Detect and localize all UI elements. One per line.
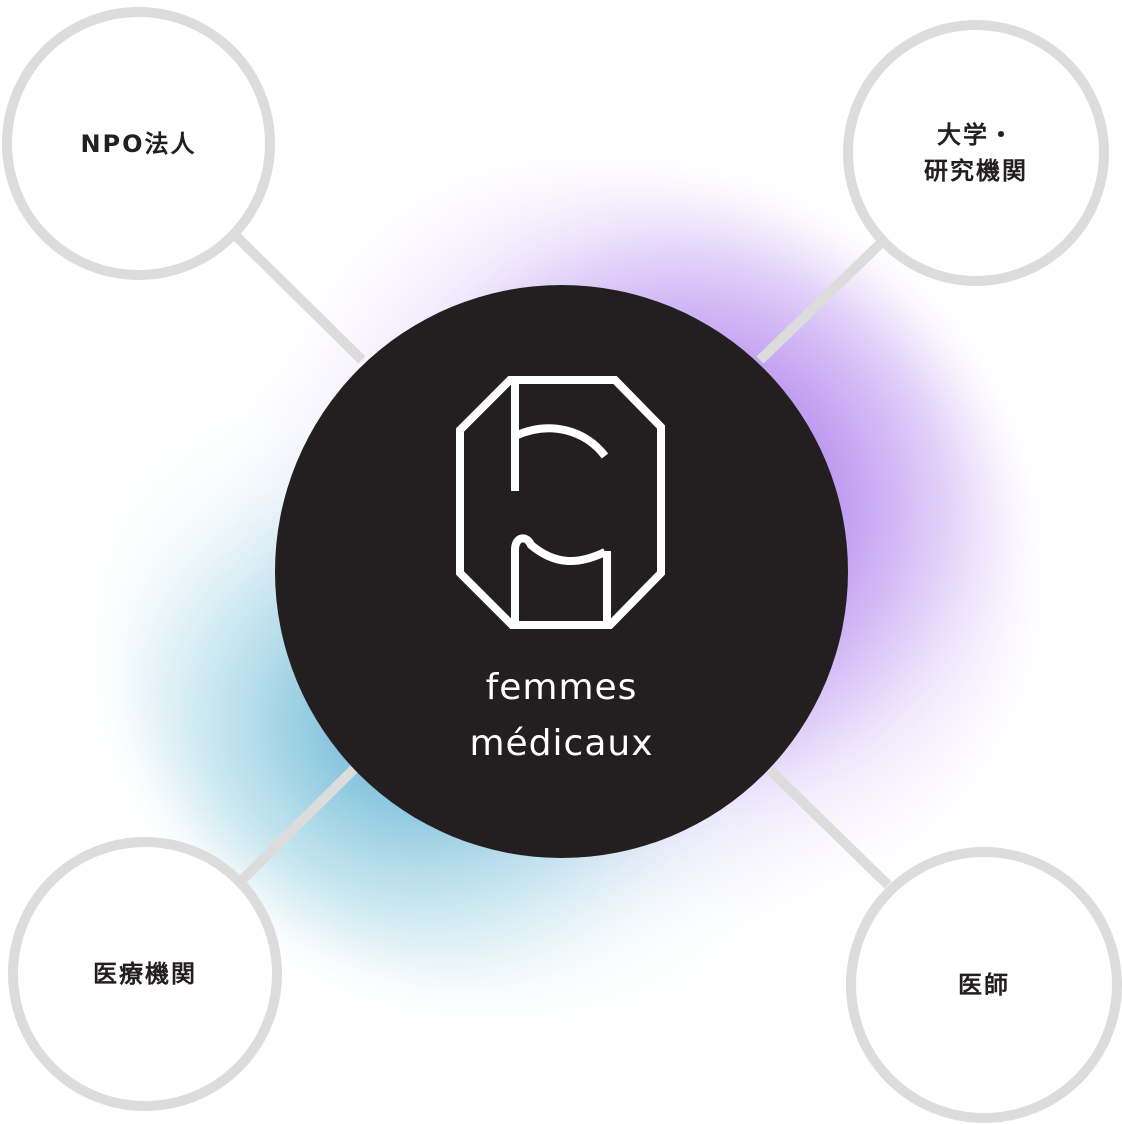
node-npo-label: NPO法人 bbox=[80, 129, 197, 158]
connector-university bbox=[756, 238, 886, 364]
connector-hospital bbox=[238, 764, 359, 884]
connector-doctor bbox=[766, 766, 892, 889]
hub-name-line2: médicaux bbox=[469, 722, 654, 764]
node-university: 大学・ 研究機関 bbox=[843, 20, 1109, 286]
node-hospital-label: 医療機関 bbox=[93, 960, 197, 988]
hub-circle: femmes médicaux bbox=[275, 285, 848, 858]
node-npo: NPO法人 bbox=[2, 7, 275, 280]
connector-npo bbox=[232, 232, 366, 364]
node-hospital: 医療機関 bbox=[8, 837, 282, 1111]
hub-name-line1: femmes bbox=[485, 667, 638, 708]
hub-brand-name: femmes médicaux bbox=[275, 660, 848, 772]
node-doctor: 医師 bbox=[846, 847, 1122, 1123]
femmes-medicaux-logo-icon bbox=[456, 376, 665, 629]
node-doctor-label: 医師 bbox=[958, 971, 1010, 999]
node-university-label: 大学・ 研究機関 bbox=[924, 121, 1028, 185]
